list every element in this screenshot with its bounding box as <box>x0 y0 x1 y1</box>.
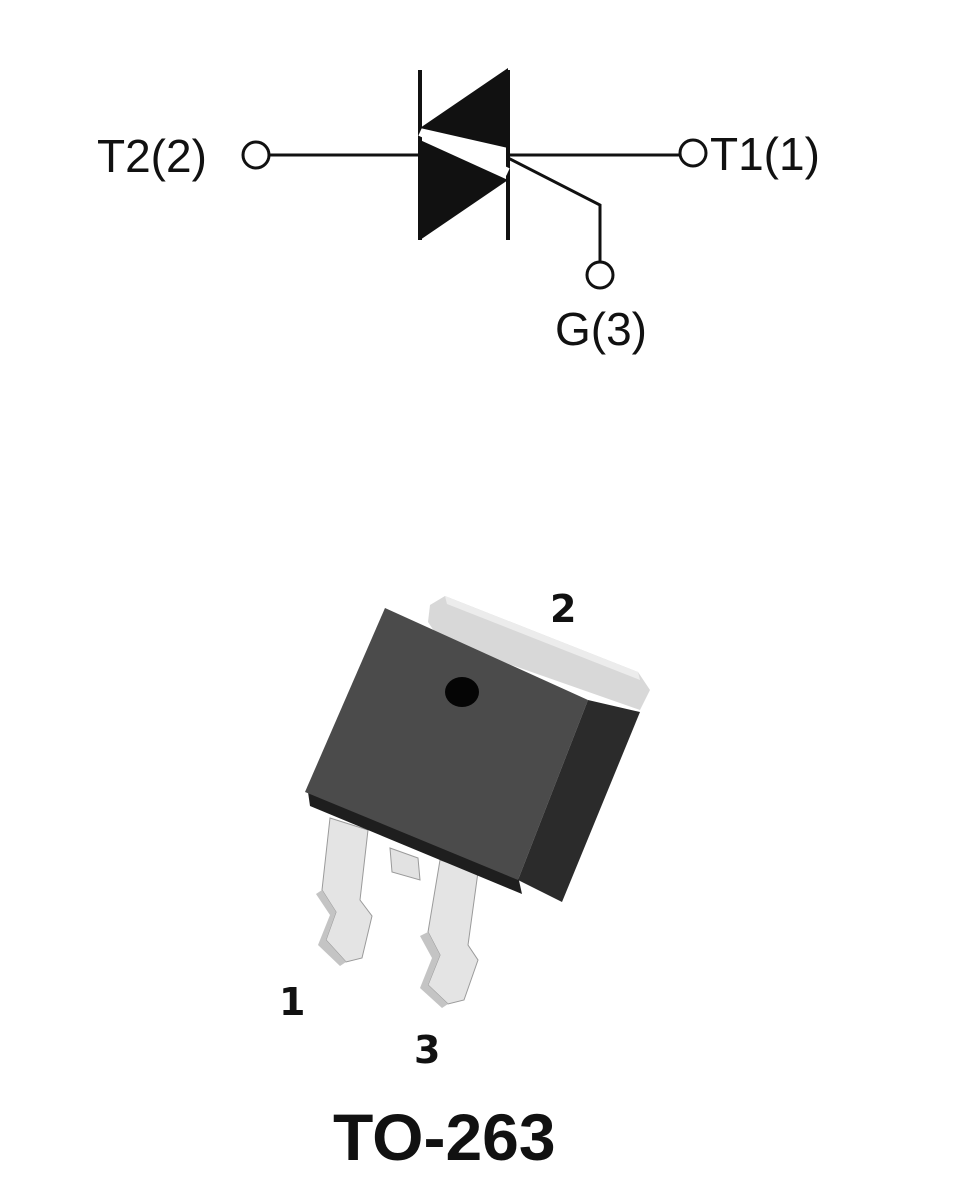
pin-2-label: 2 <box>550 587 576 631</box>
lower-triangle <box>420 140 508 240</box>
triac-symbol: T2(2) T1(1) G(3) <box>97 68 820 355</box>
lead-3 <box>427 859 479 1005</box>
gate-terminal-circle <box>585 260 615 290</box>
t2-terminal-circle <box>241 140 271 170</box>
upper-triangle <box>420 68 508 148</box>
package-name: TO-263 <box>333 1100 556 1174</box>
t1-terminal-circle <box>678 138 708 168</box>
gate-label: G(3) <box>555 303 647 355</box>
package-dimple <box>445 677 479 707</box>
lead-1 <box>321 817 373 963</box>
to263-package: 2 1 3 TO-263 <box>279 587 650 1174</box>
lead-3-shade <box>420 932 448 1008</box>
package-body-side <box>518 700 640 902</box>
t2-label: T2(2) <box>97 130 207 182</box>
package-tab-highlight <box>445 596 640 680</box>
triangle-gap <box>418 128 510 176</box>
t1-label: T1(1) <box>710 128 820 180</box>
package-body-bottom <box>308 792 522 894</box>
package-body-front <box>305 608 588 880</box>
lead-1-shade <box>316 890 346 966</box>
package-tab <box>428 596 650 710</box>
middle-lead-stub <box>389 847 421 881</box>
gate-wire <box>507 156 602 262</box>
pin-3-label: 3 <box>414 1028 440 1072</box>
pin-1-label: 1 <box>279 980 305 1024</box>
